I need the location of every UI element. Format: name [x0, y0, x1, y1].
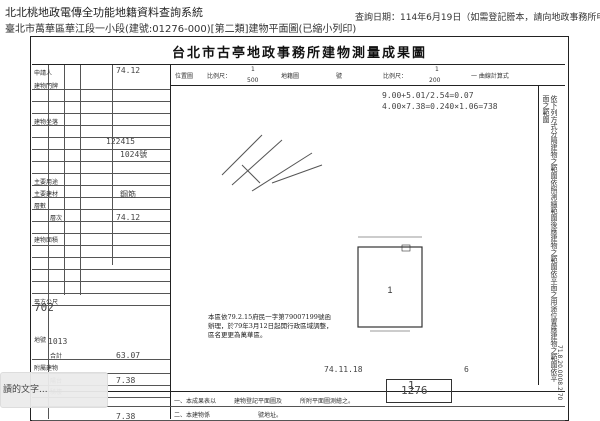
scale-right-value: 1: [435, 66, 439, 73]
ground-plan-label: 地籍圖: [281, 73, 300, 80]
plan-header-row: 位置圖 比例尺： 1 500 地籍圖 號 比例尺： 1 200 一 曲線計算式: [171, 65, 565, 86]
footer-seal: 1: [408, 379, 415, 392]
left-data-table: 申請人 建物門牌 建物坐落 主要用途 主要建材 層數 層次 建物面積 平方公尺 …: [32, 65, 171, 421]
label-sqm: 平方公尺: [34, 299, 59, 306]
hw-side-702: 702: [34, 301, 54, 314]
position-label: 位置圖: [175, 73, 194, 80]
label-door: 建物門牌: [34, 83, 59, 90]
footer-sheet: 6: [464, 365, 469, 374]
hw-arcade: 7.38: [116, 412, 136, 421]
svg-text:1: 1: [387, 285, 392, 295]
calc-line-2: 4.00×7.38=0.240×1.06=738: [382, 102, 498, 111]
system-title: 北北桃地政電傳全功能地籍資料查詢系統: [5, 6, 203, 19]
scale-right-label: 比例尺：: [383, 73, 408, 80]
scale-left-denom: 500: [247, 77, 259, 84]
app-header: 北北桃地政電傳全功能地籍資料查詢系統 臺北市萬華區華江段一小段(建號:01276…: [0, 0, 600, 36]
bottom-notes: 一、本成果表以 建物登記平面圖及 所附平面圖測繪之。 二、本建物係 號地址。: [32, 391, 565, 421]
no-label: 號: [336, 73, 343, 80]
number-stamp: 1276: [386, 379, 452, 403]
label-applicant: 申請人: [34, 70, 53, 77]
hw-total: 63.07: [116, 351, 141, 360]
scale-right-denom: 200: [429, 77, 441, 84]
building-survey-document: 台北市古亭地政事務所建物測量成果圖: [30, 36, 569, 421]
location-line: 臺北市萬華區華江段一小段(建號:01276-000)[第二類]建物平面圖(已縮小…: [5, 24, 357, 35]
hw-address: 122415: [106, 137, 135, 146]
right-notes-text: 依下列方式分隔建物之範圍依照測繪範圍後應建物之範圍依平面之用途位置應建物之範圍依…: [542, 95, 558, 382]
overlay-text: 讀的文字...: [3, 385, 48, 395]
label-area: 建物面積: [34, 237, 59, 244]
location-sketch: [221, 134, 323, 192]
loading-overlay: 讀的文字...: [0, 372, 108, 408]
box-number: 1276: [401, 384, 428, 397]
bottom-note-2: 二、本建物係 號地址。: [174, 412, 283, 419]
hw-side-1013: 1013: [48, 337, 68, 346]
label-material: 主要建材: [34, 191, 59, 198]
label-location: 建物坐落: [34, 119, 59, 126]
label-floors: 層數: [34, 203, 47, 210]
hw-date: 74.12: [116, 66, 141, 75]
document-body: 申請人 建物門牌 建物坐落 主要用途 主要建材 層數 層次 建物面積 平方公尺 …: [32, 64, 565, 421]
admin-note: 本區依79.2.15府民一字第79007199號函辦理，於79年3月12日起開行…: [208, 313, 333, 339]
scale-left-value: 1: [251, 66, 255, 73]
label-use: 主要用途: [34, 179, 59, 186]
hw-balcony: 7.38: [116, 376, 136, 385]
floor-plan-drawing: 1: [357, 236, 423, 332]
bottom-note-1: 一、本成果表以 建物登記平面圖及 所附平面圖測繪之。: [174, 398, 355, 405]
right-notes-column: 依下列方式分隔建物之範圍依照測繪範圍後應建物之範圍依平面之用途位置應建物之範圍依…: [538, 85, 565, 385]
query-date: 查詢日期：114年6月19日（如需登記謄本，請向地政事務所申請。）: [355, 13, 600, 23]
footer-date: 74.11.18: [324, 365, 363, 374]
scale-left-label: 比例尺：: [207, 73, 232, 80]
label-total: 合計: [50, 353, 63, 360]
hw-material: 鋼筋: [120, 190, 136, 199]
hw-floor-value: 74.12: [116, 213, 141, 222]
label-attached: 附屬建物: [34, 365, 59, 372]
hw-land: 1024號: [120, 150, 148, 159]
label-floor-level: 層次: [50, 215, 63, 222]
floor-plan-label: 一 曲線計算式: [471, 73, 509, 80]
form-code: 71.8.20.0008.2.70: [556, 345, 563, 401]
label-land-no: 地號: [34, 337, 47, 344]
document-title: 台北市古亭地政事務所建物測量成果圖: [171, 46, 427, 61]
calc-line-1: 9.00+5.01/2.54=0.07: [382, 91, 474, 100]
